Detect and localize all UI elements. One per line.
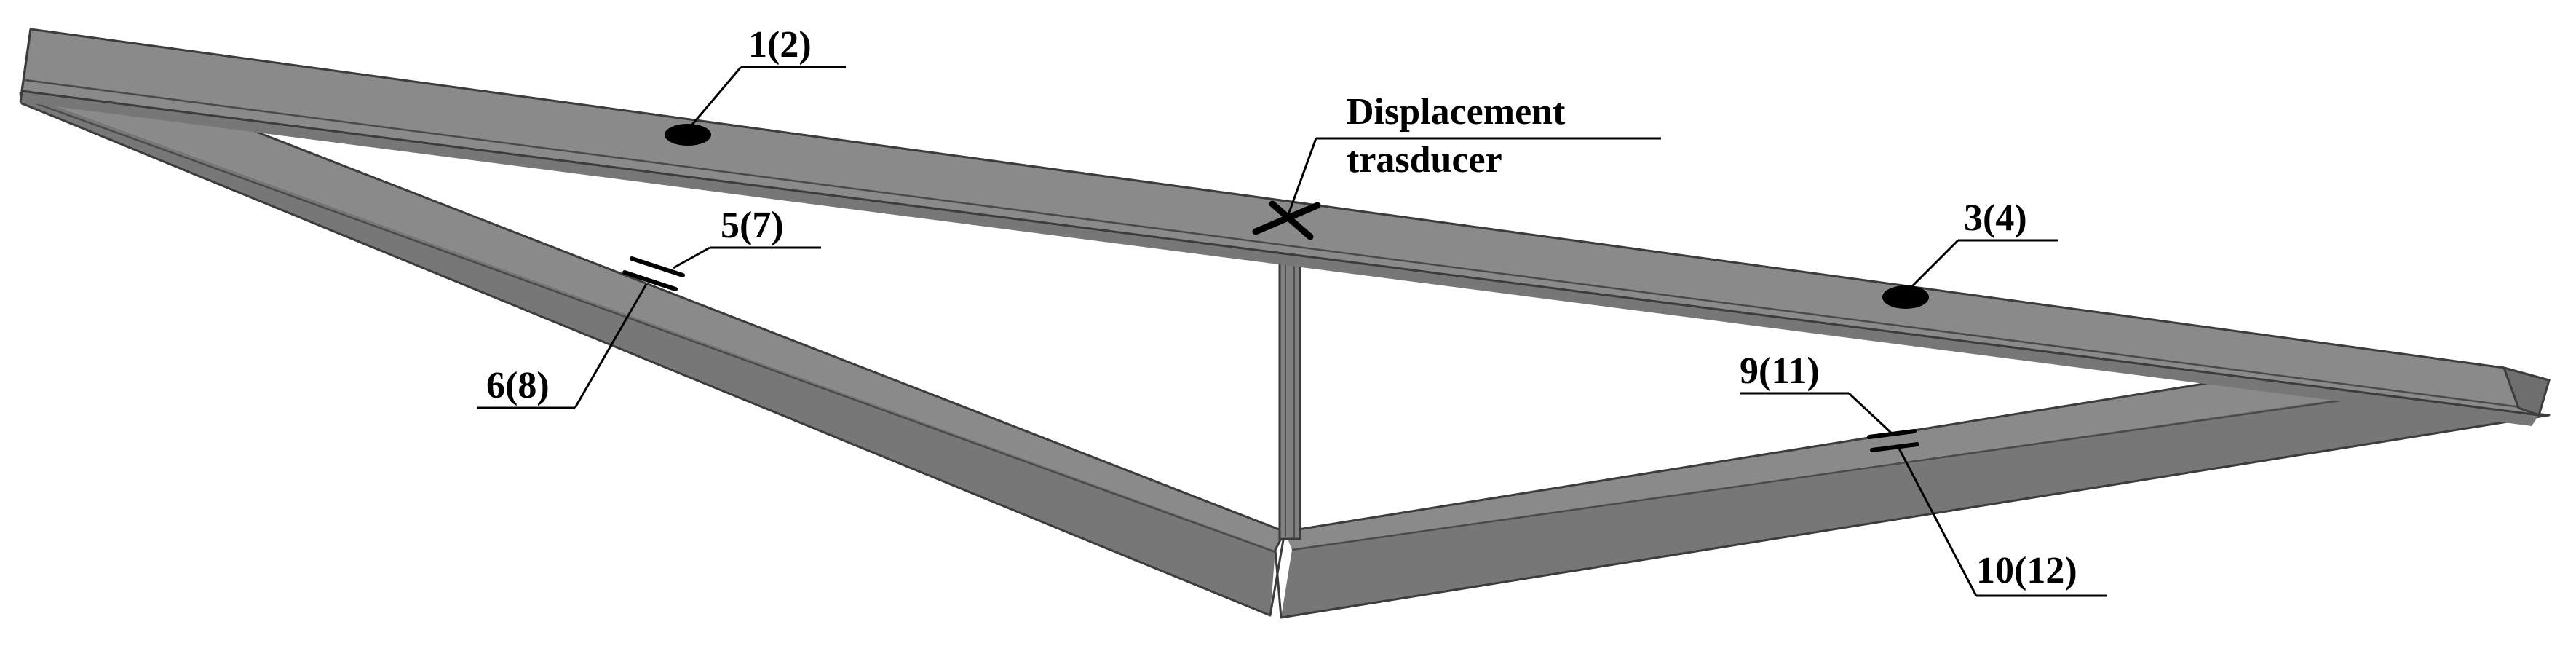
label-gauge-10: 10(12) xyxy=(1976,550,2077,591)
label-displacement-line1: Displacement xyxy=(1347,91,1566,133)
sensor-3-marker xyxy=(1882,285,1929,309)
displacement-transducer-marker xyxy=(1252,200,1321,240)
label-sensor-3: 3(4) xyxy=(1964,197,2027,239)
label-gauge-5: 5(7) xyxy=(721,205,784,246)
sensor-1-marker xyxy=(665,124,711,146)
vertical-post xyxy=(1278,217,1301,540)
leader-lines xyxy=(477,66,2107,597)
strain-gauge-5-6-marker xyxy=(622,256,685,291)
label-sensor-1: 1(2) xyxy=(748,24,812,66)
label-displacement-line2: trasducer xyxy=(1347,139,1502,181)
label-gauge-6: 6(8) xyxy=(486,365,550,406)
right-lower-member xyxy=(1274,381,2551,619)
label-gauge-9: 9(11) xyxy=(1740,350,1820,392)
